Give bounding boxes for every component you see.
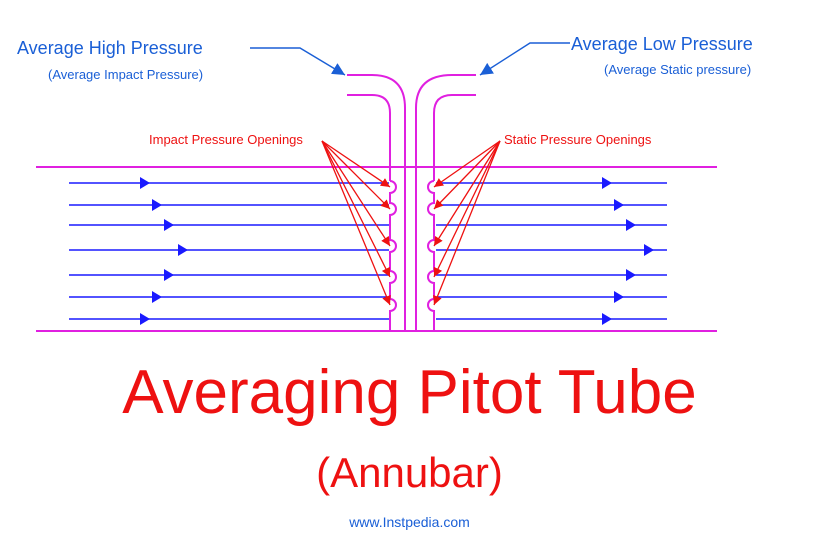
static-opening-arrows [433, 140, 501, 306]
flow-arrowhead [626, 269, 636, 281]
flow-arrowhead [178, 244, 188, 256]
diagram-title: Averaging Pitot Tube [122, 358, 697, 427]
low-pressure-sublabel: (Average Static pressure) [604, 62, 752, 77]
static-openings-label: Static Pressure Openings [504, 132, 652, 147]
flow-arrowhead [614, 199, 624, 211]
flow-arrowhead [614, 291, 624, 303]
website-link[interactable]: www.Instpedia.com [349, 514, 470, 530]
low-pressure-leader [479, 42, 570, 76]
high-pressure-leader [250, 47, 346, 76]
flow-arrowhead [152, 291, 162, 303]
low-pressure-label: Average Low Pressure [571, 34, 753, 54]
flow-arrowhead [152, 199, 162, 211]
impact-opening-arrows [321, 140, 391, 306]
flow-arrowhead [626, 219, 636, 231]
flow-arrowhead [602, 313, 612, 325]
high-pressure-label: Average High Pressure [17, 38, 203, 58]
flow-arrowhead [602, 177, 612, 189]
flow-lines [69, 177, 667, 325]
flow-arrowhead [644, 244, 654, 256]
impact-openings-label: Impact Pressure Openings [149, 132, 303, 147]
high-pressure-sublabel: (Average Impact Pressure) [48, 67, 204, 82]
diagram-subtitle: (Annubar) [316, 449, 503, 496]
flow-arrowhead [164, 219, 174, 231]
flow-arrowhead [164, 269, 174, 281]
annubar-probe [347, 74, 476, 332]
flow-arrowhead [140, 313, 150, 325]
flow-arrowhead [140, 177, 150, 189]
